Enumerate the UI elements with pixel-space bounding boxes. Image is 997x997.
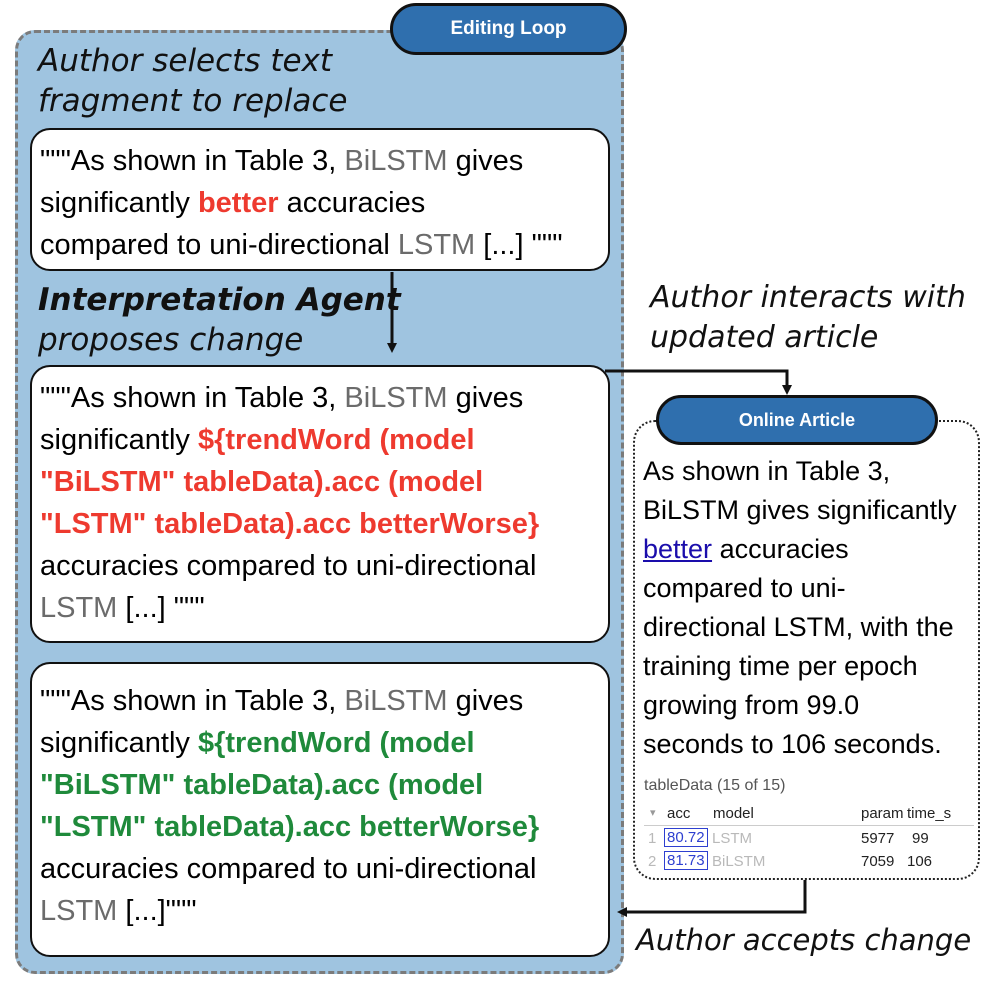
text-fragment: significantly — [40, 727, 198, 759]
accepted-expression: ${trendWord (model — [197, 727, 475, 759]
accept-arrow — [617, 880, 807, 917]
text-fragment: gives — [447, 145, 524, 177]
model-name-highlight: BiLSTM — [344, 145, 448, 177]
accepted-line-6: LSTM [...]""" — [40, 890, 608, 932]
selected-fragment[interactable]: better — [197, 187, 279, 219]
original-line-2: significantly better accuracies — [40, 182, 608, 224]
model-name-highlight: LSTM — [397, 229, 476, 261]
model-cell: BiLSTM — [712, 853, 766, 870]
author-selects-label: Author selects text fragment to replace — [38, 41, 347, 121]
article-line-with-link: better accuracies — [643, 530, 957, 569]
article-line: training time per epoch — [643, 651, 918, 681]
author-selects-line-1: Author selects text — [38, 43, 333, 79]
proposed-line-1: """As shown in Table 3, BiLSTM gives — [40, 377, 608, 419]
text-fragment: significantly — [40, 424, 198, 456]
model-name-highlight: BiLSTM — [344, 382, 448, 414]
interpretation-agent-label: Interpretation Agent proposes change — [38, 280, 401, 360]
model-name-highlight: BiLSTM — [344, 685, 448, 717]
original-line-1: """As shown in Table 3, BiLSTM gives — [40, 140, 608, 182]
proposed-expression: ${trendWord (model — [197, 424, 475, 456]
accepted-line-5: accuracies compared to uni-directional — [40, 853, 537, 885]
proposed-line-3: "BiLSTM" tableData).acc (model — [40, 466, 484, 498]
author-interacts-line-1: Author interacts with — [650, 280, 966, 315]
acc-cell: 81.73 — [664, 851, 708, 870]
text-fragment: [...] """ — [475, 229, 563, 261]
accepted-line-3: "BiLSTM" tableData).acc (model — [40, 769, 484, 801]
text-fragment: """As shown in Table 3, — [40, 685, 345, 717]
sort-icon[interactable]: ▾ — [650, 807, 656, 819]
article-line: directional LSTM, with the — [643, 612, 954, 642]
accepted-line-2: significantly ${trendWord (model — [40, 722, 608, 764]
model-cell: LSTM — [712, 830, 753, 847]
text-fragment: [...]""" — [117, 895, 197, 927]
better-link[interactable]: better — [643, 534, 713, 564]
text-fragment: gives — [447, 382, 524, 414]
article-line: compared to uni- — [643, 573, 846, 603]
original-line-3: compared to uni-directional LSTM [...] "… — [40, 224, 608, 266]
author-accepts-label: Author accepts change — [636, 923, 972, 957]
text-fragment: accuracies — [719, 534, 849, 564]
text-fragment: gives — [447, 685, 524, 717]
row-index: 1 — [648, 830, 657, 847]
column-header-acc[interactable]: acc — [667, 805, 691, 822]
text-fragment: compared to uni-directional — [40, 229, 398, 261]
proposed-line-2: significantly ${trendWord (model — [40, 419, 608, 461]
article-line: growing from 99.0 — [643, 690, 860, 720]
editing-loop-badge: Editing Loop — [390, 3, 627, 55]
proposed-change-card[interactable]: """As shown in Table 3, BiLSTM gives sig… — [30, 365, 610, 643]
text-fragment: """As shown in Table 3, — [40, 145, 345, 177]
article-body: As shown in Table 3, BiLSTM gives signif… — [643, 452, 957, 764]
text-fragment: significantly — [40, 187, 198, 219]
time-cell: 99 — [912, 830, 929, 847]
interact-arrow — [605, 369, 792, 395]
agent-name: Interpretation Agent — [38, 282, 401, 318]
table-header-divider — [644, 825, 974, 826]
column-header-param[interactable]: param — [861, 805, 904, 822]
article-line: seconds to 106 seconds. — [643, 729, 942, 759]
table-caption: tableData (15 of 15) — [644, 777, 786, 794]
column-header-model[interactable]: model — [713, 805, 754, 822]
text-fragment: accuracies — [278, 187, 426, 219]
author-interacts-label: Author interacts with updated article — [650, 278, 966, 358]
model-name-highlight: LSTM — [40, 592, 118, 624]
time-cell: 106 — [907, 853, 933, 870]
text-fragment: [...] """ — [117, 592, 205, 624]
text-fragment: """As shown in Table 3, — [40, 382, 345, 414]
original-text-card[interactable]: """As shown in Table 3, BiLSTM gives sig… — [30, 128, 610, 271]
row-index: 2 — [648, 853, 657, 870]
param-cell: 7059 — [861, 853, 895, 870]
model-name-highlight: LSTM — [40, 895, 118, 927]
accepted-line-1: """As shown in Table 3, BiLSTM gives — [40, 680, 608, 722]
proposed-line-4: "LSTM" tableData).acc betterWorse} — [40, 508, 540, 540]
accepted-change-card[interactable]: """As shown in Table 3, BiLSTM gives sig… — [30, 662, 610, 957]
proposed-line-6: LSTM [...] """ — [40, 587, 608, 629]
article-line: As shown in Table 3, — [643, 456, 891, 486]
author-selects-line-2: fragment to replace — [38, 83, 348, 119]
author-interacts-line-2: updated article — [650, 320, 879, 355]
column-header-time[interactable]: time_s — [907, 805, 952, 822]
agent-action: proposes change — [38, 322, 304, 358]
online-article-badge: Online Article — [656, 395, 938, 445]
article-line: BiLSTM gives significantly — [643, 495, 957, 525]
acc-cell: 80.72 — [664, 828, 708, 847]
param-cell: 5977 — [861, 830, 895, 847]
proposed-line-5: accuracies compared to uni-directional — [40, 550, 537, 582]
accepted-line-4: "LSTM" tableData).acc betterWorse} — [40, 811, 540, 843]
